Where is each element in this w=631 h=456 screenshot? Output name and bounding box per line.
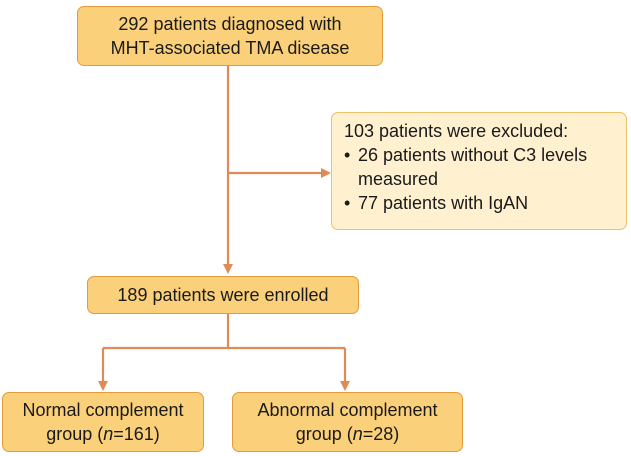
normal-complement-box: Normal complement group (n=161)	[2, 392, 204, 452]
exclusion-box: 103 patients were excluded: • 26 patient…	[331, 112, 627, 230]
exclusion-item-text: 26 patients without C3 levels measured	[358, 145, 588, 189]
abnormal-value: =28)	[362, 424, 400, 444]
bullet-symbol: •	[344, 145, 351, 165]
normal-line2: group (n=161)	[46, 422, 160, 446]
abnormal-line2: group (n=28)	[296, 422, 400, 446]
exclusion-item-text: 77 patients with IgAN	[358, 193, 529, 213]
abnormal-line1: Abnormal complement	[257, 400, 438, 420]
diagnosed-line1: 292 patients diagnosed with	[118, 14, 342, 34]
normal-prefix: group (	[46, 424, 104, 444]
normal-value: =161)	[113, 424, 160, 444]
exclusion-item: • 26 patients without C3 levels measured	[344, 143, 616, 191]
normal-n: n	[103, 424, 114, 444]
exclusion-heading: 103 patients were excluded:	[344, 121, 569, 141]
abnormal-prefix: group (	[295, 424, 353, 444]
enrolled-text: 189 patients were enrolled	[117, 285, 329, 305]
abnormal-n: n	[352, 424, 363, 444]
exclusion-item: • 77 patients with IgAN	[344, 191, 616, 215]
bullet-symbol: •	[344, 193, 351, 213]
normal-line1: Normal complement	[22, 400, 184, 420]
abnormal-complement-box: Abnormal complement group (n=28)	[232, 392, 463, 452]
diagnosed-patients-box: 292 patients diagnosed with MHT-associat…	[77, 6, 383, 66]
enrolled-box: 189 patients were enrolled	[87, 276, 359, 314]
diagnosed-line2: MHT-associated TMA disease	[110, 38, 350, 58]
